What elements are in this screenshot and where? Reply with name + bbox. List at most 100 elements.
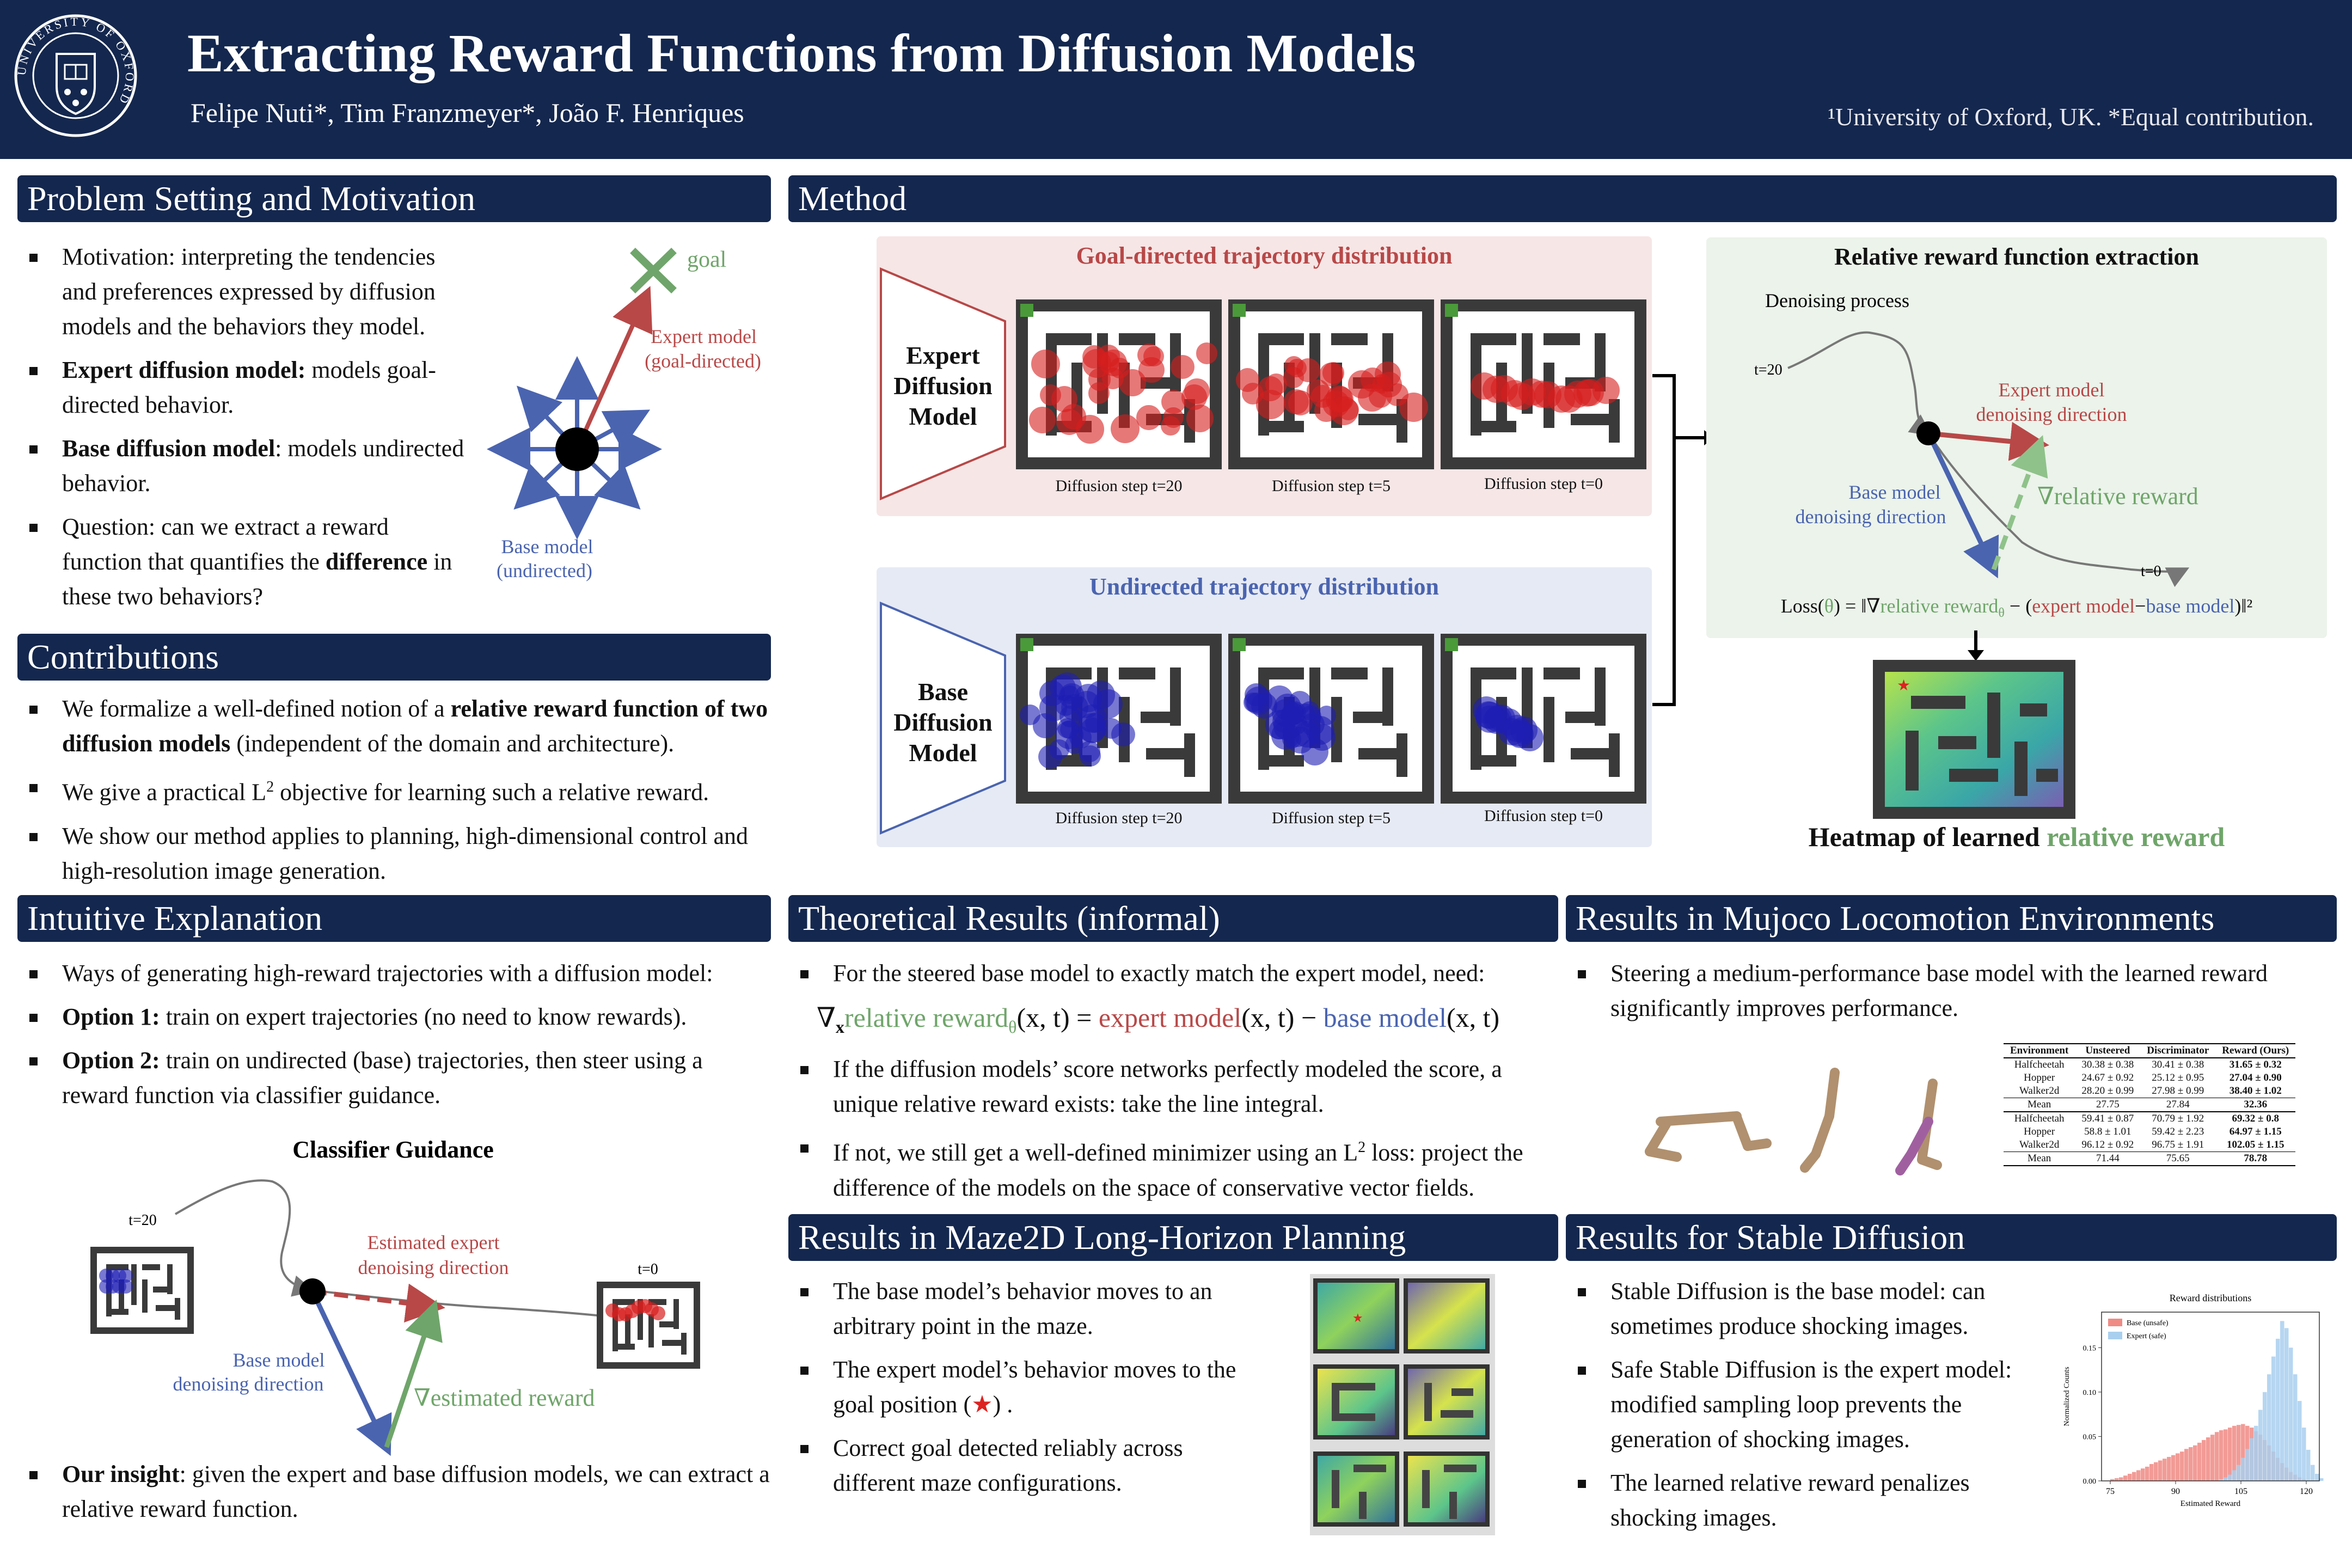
table-header: Unsteered — [2075, 1043, 2141, 1058]
histogram-bar — [2210, 1435, 2215, 1481]
svg-text:t=0: t=0 — [2141, 563, 2161, 580]
section-maze2d-title: Results in Maze2D Long-Horizon Planning — [788, 1214, 1558, 1261]
trajectory-sample — [1029, 407, 1056, 434]
maze-base-2 — [1441, 634, 1646, 804]
table-cell: 27.98 ± 0.99 — [2152, 1085, 2204, 1097]
y-tick-label: 0.10 — [2083, 1389, 2097, 1397]
histogram-bar — [2250, 1438, 2254, 1481]
histogram-bar — [2176, 1453, 2180, 1481]
trajectory-sample — [1137, 343, 1161, 367]
contribution-2: We give a practical L2 objective for lea… — [20, 770, 771, 810]
merge-bracket — [1652, 374, 1714, 706]
maze-expert-1 — [1228, 299, 1434, 469]
maze-expert-2 — [1441, 299, 1646, 469]
maze2d-bullet-1: The base model’s behavior moves to an ar… — [791, 1274, 1259, 1344]
trajectory-sample — [1093, 689, 1123, 719]
trajectory-sample — [119, 1279, 133, 1294]
intuitive-bullet-4: Our insight: given the expert and base d… — [20, 1457, 771, 1527]
table-cell: Walker2d — [2019, 1139, 2060, 1150]
table-cell: 27.75 — [2075, 1098, 2141, 1112]
svg-text:denoising direction: denoising direction — [1976, 403, 2127, 425]
trajectory-sample — [1337, 399, 1359, 420]
table-cell: 71.44 — [2075, 1152, 2141, 1166]
theory-bullets: For the steered base model to exactly ma… — [791, 956, 1558, 1000]
svg-text:Classifier Guidance: Classifier Guidance — [292, 1136, 494, 1163]
x-axis-label: Estimated Reward — [2180, 1499, 2241, 1508]
poster-affiliation: ¹University of Oxford, UK. *Equal contri… — [1828, 103, 2314, 131]
step-caption-expert-t0: Diffusion step t=0 — [1484, 475, 1603, 493]
poster-authors: Felipe Nuti*, Tim Franzmeyer*, João F. H… — [191, 97, 744, 128]
table-header: Reward (Ours) — [2215, 1043, 2296, 1058]
expert-model-label: Expert Diffusion Model — [893, 341, 993, 430]
histogram-bar — [2271, 1356, 2276, 1481]
x-tick-label: 75 — [2106, 1487, 2115, 1496]
trajectory-sample — [1592, 376, 1620, 404]
trajectory-sample — [1245, 683, 1268, 707]
table-cell: 96.12 ± 0.92 — [2081, 1139, 2134, 1150]
trajectory-sample — [1186, 404, 1214, 432]
histogram-bar — [2311, 1465, 2315, 1481]
theory-bullet-3: If not, we still get a well-defined mini… — [791, 1130, 1558, 1205]
svg-text:denoising direction: denoising direction — [1796, 506, 1946, 528]
contribution-1: We formalize a well-defined notion of a … — [20, 691, 771, 761]
poster-title: Extracting Reward Functions from Diffusi… — [187, 23, 1416, 83]
stable-bullet-1: Stable Diffusion is the base model: can … — [1568, 1274, 2047, 1344]
trajectory-sample — [1322, 362, 1345, 384]
trajectory-sample — [1196, 342, 1217, 364]
section-method-title: Method — [788, 175, 2337, 222]
walker2d-robot — [1895, 1079, 1942, 1175]
expert-base-figure: goal Expert model (goal-directed) Base m… — [487, 247, 761, 581]
histogram-bar — [2241, 1424, 2245, 1481]
trajectory-sample — [1079, 745, 1101, 767]
histogram-bar — [2319, 1478, 2324, 1481]
histogram-bar — [2293, 1374, 2298, 1481]
section-mujoco-title: Results in Mujoco Locomotion Environment… — [1566, 895, 2337, 942]
intuitive-maze-t0 — [597, 1282, 700, 1369]
trajectory-sample — [1088, 382, 1110, 404]
stable-bullet-2: Safe Stable Diffusion is the expert mode… — [1568, 1352, 2047, 1457]
histogram-bar — [2237, 1465, 2241, 1481]
histogram-bar — [2219, 1479, 2224, 1481]
theory-bullets-2: If the diffusion models’ score networks … — [791, 1052, 1558, 1214]
svg-text:denoising direction: denoising direction — [173, 1373, 324, 1395]
maze2d-bullet-2: The expert model’s behavior moves to the… — [791, 1352, 1259, 1422]
table-cell: 70.79 ± 1.92 — [2152, 1113, 2204, 1124]
table-cell: 75.65 — [2140, 1152, 2216, 1166]
intuitive-insight: Our insight: given the expert and base d… — [20, 1457, 771, 1535]
legend-swatch — [2108, 1319, 2122, 1326]
histogram-bar — [2215, 1432, 2219, 1481]
table-cell: 30.38 ± 0.38 — [2081, 1059, 2134, 1070]
table-cell: 25.12 ± 0.95 — [2152, 1072, 2204, 1083]
step-caption-expert-t20: Diffusion step t=20 — [1055, 477, 1183, 495]
histogram-bar — [2241, 1457, 2245, 1481]
svg-text:denoising direction: denoising direction — [358, 1257, 509, 1278]
y-tick-label: 0.00 — [2083, 1478, 2097, 1486]
histogram-bar — [2306, 1449, 2311, 1481]
trajectory-sample — [1111, 722, 1135, 747]
trajectory-sample — [1376, 372, 1402, 397]
histogram-bar — [2237, 1425, 2241, 1481]
table-cell: 31.65 ± 0.32 — [2229, 1059, 2282, 1070]
goal-cross-icon — [630, 247, 677, 294]
histogram-bar — [2254, 1425, 2258, 1481]
classifier-guidance-figure: Classifier Guidance t=20 t=0 Estimated e… — [128, 1136, 658, 1456]
legend-swatch — [2108, 1332, 2122, 1339]
trajectory-sample — [1076, 415, 1105, 444]
histogram-bar — [2232, 1425, 2237, 1481]
svg-text:Expert model: Expert model — [651, 326, 757, 347]
table-cell: 28.20 ± 0.99 — [2081, 1085, 2134, 1097]
poster-header: UNIVERSITY OF OXFORD Extracting Reward F… — [0, 0, 2352, 159]
start-square-icon — [1233, 304, 1246, 317]
histogram-bar — [2136, 1470, 2141, 1481]
section-stable-title: Results for Stable Diffusion — [1566, 1214, 2337, 1261]
trajectory-sample — [1033, 713, 1058, 738]
histogram-bar — [2145, 1466, 2149, 1481]
trajectory-sample — [1283, 367, 1304, 388]
trajectory-sample — [1161, 389, 1186, 414]
trajectory-sample — [651, 1306, 665, 1321]
histogram-bar — [2132, 1472, 2136, 1481]
